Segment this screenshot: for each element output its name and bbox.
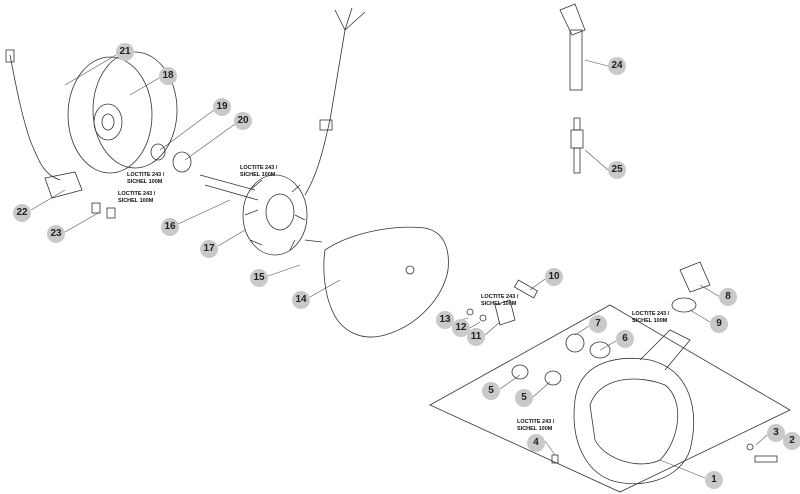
callout-9[interactable]: 9 [710, 315, 728, 333]
callout-21[interactable]: 21 [116, 43, 134, 61]
washer [150, 143, 166, 161]
callout-5[interactable]: 5 [482, 382, 500, 400]
callout-18[interactable]: 18 [159, 67, 177, 85]
callout-25[interactable]: 25 [608, 161, 626, 179]
callout-15[interactable]: 15 [250, 269, 268, 287]
callout-2[interactable]: 2 [783, 432, 800, 450]
callout-3[interactable]: 3 [767, 424, 785, 442]
callout-22[interactable]: 22 [13, 204, 31, 222]
callout-14[interactable]: 14 [292, 291, 310, 309]
flywheel-rotor [67, 51, 178, 174]
callout-4[interactable]: 4 [527, 434, 545, 452]
note-line: SICHEL 100M [127, 178, 163, 185]
callout-8[interactable]: 8 [719, 288, 737, 306]
leader-lines [30, 54, 768, 479]
loctite-note: LOCTITE 243 /SICHEL 100M [632, 311, 669, 324]
callout-12[interactable]: 12 [452, 319, 470, 337]
note-line: LOCTITE 243 / [118, 191, 156, 197]
loctite-note: LOCTITE 243 /SICHEL 100M [118, 191, 155, 204]
loctite-note: LOCTITE 243 /SICHEL 100M [127, 172, 164, 185]
cover-gasket [304, 226, 449, 338]
callout-16[interactable]: 16 [161, 218, 179, 236]
callout-7[interactable]: 7 [589, 315, 607, 333]
loctite-note: LOCTITE 243 /SICHEL 100M [517, 419, 554, 432]
nut [172, 151, 192, 173]
spark-plug [570, 117, 584, 174]
note-line: SICHEL 100M [632, 317, 668, 324]
stator [199, 7, 366, 256]
engine-cover [429, 261, 791, 493]
note-line: LOCTITE 243 / [481, 294, 519, 300]
callout-13[interactable]: 13 [436, 311, 454, 329]
small-parts [466, 279, 539, 326]
callout-11[interactable]: 11 [467, 328, 485, 346]
callout-10[interactable]: 10 [545, 268, 563, 286]
note-line: LOCTITE 243 / [240, 165, 278, 171]
callout-17[interactable]: 17 [200, 240, 218, 258]
callout-5[interactable]: 5 [515, 389, 533, 407]
pickup-sensor [5, 49, 116, 219]
callout-20[interactable]: 20 [234, 112, 252, 130]
note-line: LOCTITE 243 / [517, 419, 555, 425]
callout-19[interactable]: 19 [213, 98, 231, 116]
callout-24[interactable]: 24 [608, 57, 626, 75]
loctite-note: LOCTITE 243 /SICHEL 100M [481, 294, 518, 307]
callout-23[interactable]: 23 [47, 225, 65, 243]
note-line: SICHEL 100M [118, 197, 154, 204]
note-line: SICHEL 100M [517, 425, 553, 432]
note-line: SICHEL 100M [240, 171, 276, 178]
callout-1[interactable]: 1 [705, 471, 723, 489]
loctite-note: LOCTITE 243 /SICHEL 100M [240, 165, 277, 178]
note-line: LOCTITE 243 / [632, 311, 670, 317]
note-line: LOCTITE 243 / [127, 172, 165, 178]
note-line: SICHEL 100M [481, 300, 517, 307]
callout-6[interactable]: 6 [616, 330, 634, 348]
ignition-coil [559, 3, 586, 91]
